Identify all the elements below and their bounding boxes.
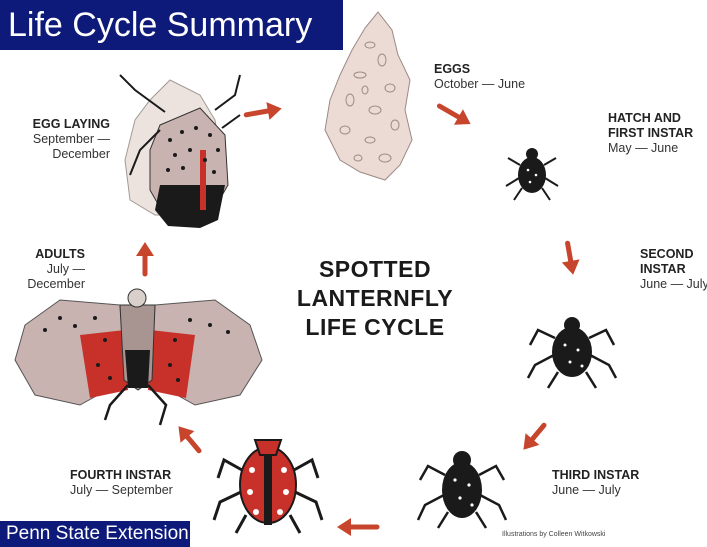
fourth-instar-illustration <box>214 440 322 533</box>
stage-third-instar-label: THIRD INSTAR June — July <box>552 468 639 498</box>
arrow-egglaying-to-eggs <box>245 100 284 124</box>
stage-first-instar-name-line2: FIRST INSTAR <box>608 126 693 141</box>
stage-egg-laying-dates-line1: September — <box>20 132 110 147</box>
adult-spread-wings-illustration <box>15 289 262 425</box>
arrow-adults-to-egglaying <box>136 242 154 274</box>
stage-fourth-instar-dates: July — September <box>70 483 173 498</box>
footer-source-label: Penn State Extension <box>0 521 190 547</box>
stage-egg-laying-label: EGG LAYING September — December <box>20 117 110 162</box>
stage-eggs-dates: October — June <box>434 77 525 92</box>
third-instar-illustration <box>418 451 506 528</box>
page-title: Life Cycle Summary <box>0 0 343 50</box>
stage-adults-dates-line2: December <box>20 277 85 292</box>
stage-second-instar-name-line2: INSTAR <box>640 262 707 277</box>
stage-egg-laying-name: EGG LAYING <box>20 117 110 132</box>
first-instar-illustration <box>506 148 558 200</box>
arrow-eggs-to-first <box>435 98 475 132</box>
stage-third-instar-dates: June — July <box>552 483 639 498</box>
illustration-credit: Illustrations by Colleen Witkowski <box>502 531 605 538</box>
second-instar-illustration <box>528 317 616 388</box>
center-title-line2: LANTERNFLY <box>280 284 470 313</box>
stage-adults-label: ADULTS July — December <box>20 247 85 292</box>
stage-second-instar-label: SECOND INSTAR June — July <box>640 247 707 292</box>
stage-adults-name: ADULTS <box>20 247 85 262</box>
stage-first-instar-name-line1: HATCH AND <box>608 111 693 126</box>
stage-first-instar-dates: May — June <box>608 141 693 156</box>
stage-second-instar-dates: June — July <box>640 277 707 292</box>
center-title-line3: LIFE CYCLE <box>280 313 470 342</box>
diagram-center-title: SPOTTED LANTERNFLY LIFE CYCLE <box>280 255 470 342</box>
stage-egg-laying-dates-line2: December <box>20 147 110 162</box>
stage-second-instar-name-line1: SECOND <box>640 247 707 262</box>
arrow-second-to-third <box>517 419 551 455</box>
center-title-line1: SPOTTED <box>280 255 470 284</box>
stage-eggs-label: EGGS October — June <box>434 62 525 92</box>
arrow-third-to-fourth <box>337 518 377 536</box>
stage-adults-dates-line1: July — <box>20 262 85 277</box>
egg-laying-adult-illustration <box>120 75 240 228</box>
stage-eggs-name: EGGS <box>434 62 525 77</box>
stage-fourth-instar-label: FOURTH INSTAR July — September <box>70 468 173 498</box>
arrow-first-to-second <box>559 242 582 277</box>
stage-fourth-instar-name: FOURTH INSTAR <box>70 468 173 483</box>
arrow-fourth-to-adults <box>172 420 206 456</box>
stage-first-instar-label: HATCH AND FIRST INSTAR May — June <box>608 111 693 156</box>
stage-third-instar-name: THIRD INSTAR <box>552 468 639 483</box>
